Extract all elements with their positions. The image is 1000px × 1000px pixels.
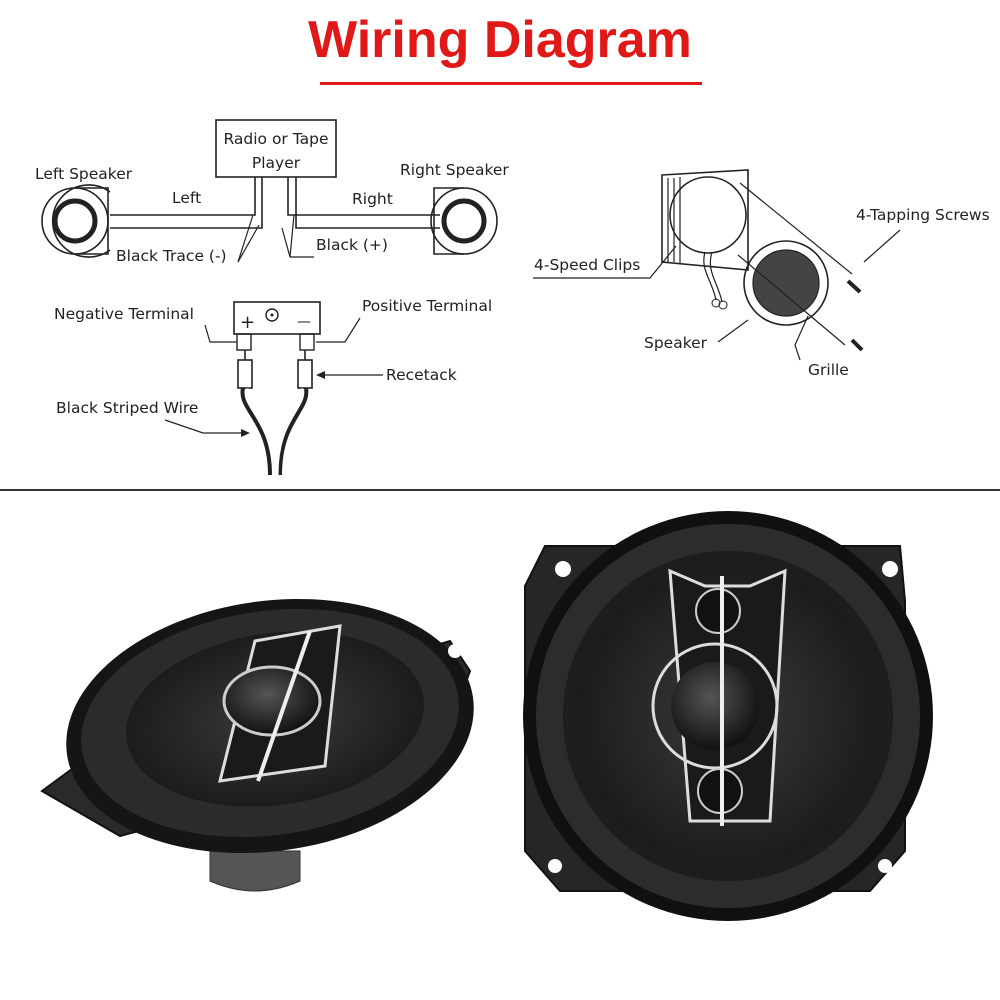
black-plus-label: Black (+) [316,236,388,254]
grille-label: Grille [808,361,849,379]
install-diagram [661,169,864,352]
tapping-screws-label: 4-Tapping Screws [856,206,990,224]
black-trace-label: Black Trace (-) [116,247,227,265]
head-unit-box [215,119,337,178]
head-unit-label-1: Radio or Tape [223,130,328,148]
plus-sign: + [240,312,255,333]
positive-terminal-label: Positive Terminal [362,297,492,315]
terminal-block [233,301,321,335]
minus-sign: — [297,314,311,330]
speaker-left-icon [40,598,474,892]
left-speaker-label: Left Speaker [35,165,133,183]
head-unit-label-2: Player [252,154,301,172]
product-photo [40,511,933,921]
negative-terminal-label: Negative Terminal [54,305,194,323]
right-speaker-label: Right Speaker [400,161,509,179]
speaker-label: Speaker [644,334,708,352]
page-title: Wiring Diagram [308,11,692,69]
speaker-right-icon [523,511,933,921]
left-speaker-icon [41,184,111,258]
right-wire-label: Right [352,190,393,208]
recetack-label: Recetack [386,366,457,384]
wiring-diagram: Radio or Tape Player Left Speaker Right … [35,119,990,476]
section-divider [0,489,1000,491]
left-wire-label: Left [172,189,201,207]
title-underline [320,82,702,85]
black-striped-wire-label: Black Striped Wire [56,399,198,417]
speed-clips-label: 4-Speed Clips [534,256,640,274]
right-speaker-icon [430,187,498,255]
